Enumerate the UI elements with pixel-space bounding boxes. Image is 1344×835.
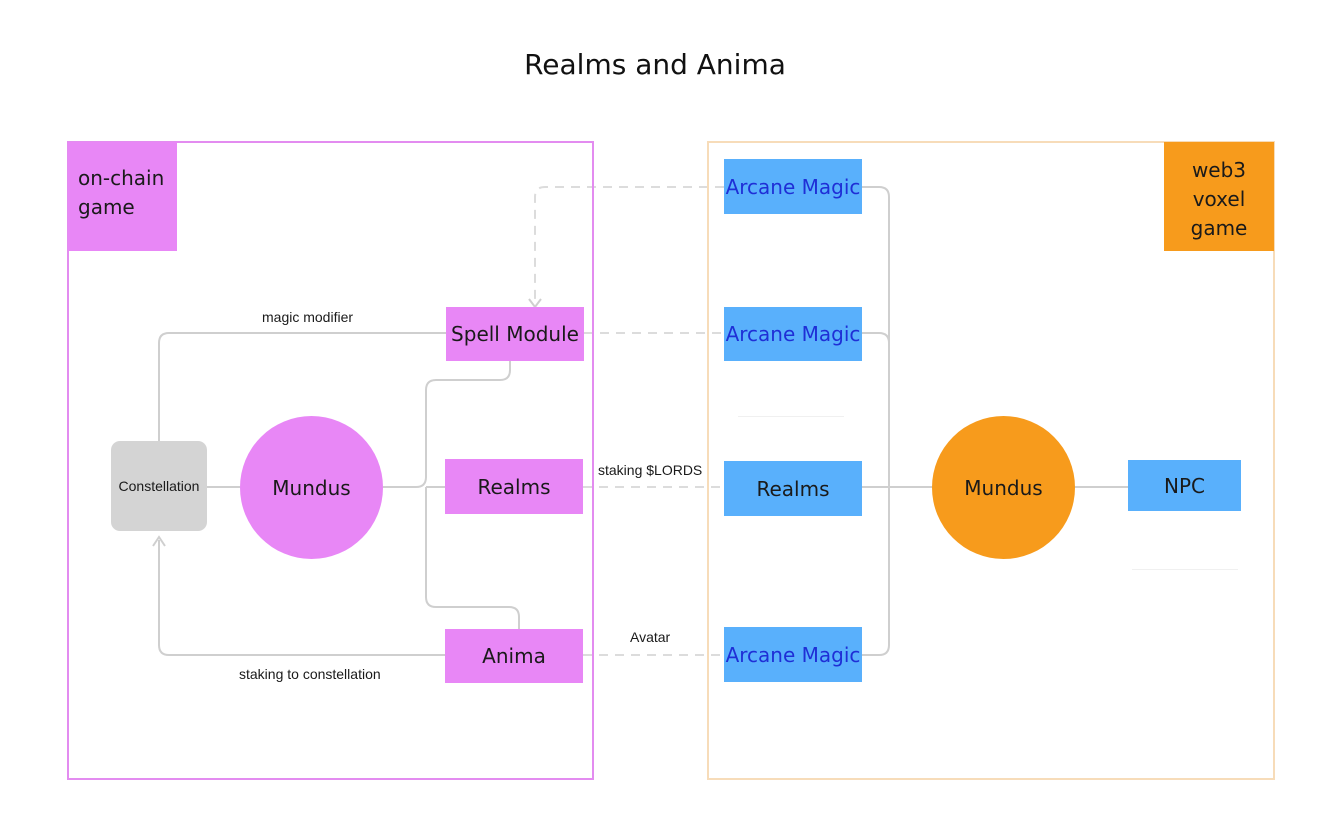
tag-line: game <box>1190 216 1248 240</box>
faint-divider <box>1132 569 1238 570</box>
realms-node-left: Realms <box>445 459 583 514</box>
staking-lords-label: staking $LORDS <box>598 462 703 478</box>
connector-mundus-bracket <box>383 361 511 488</box>
connector-magic-modifier <box>158 332 446 441</box>
tag-line: web3 <box>1191 158 1247 182</box>
connector-staking-to-constellation <box>158 540 446 656</box>
tag-line: on-chain <box>78 166 165 190</box>
constellation-node: Constellation <box>111 441 207 531</box>
on-chain-game-tag: on-chain game <box>68 142 177 251</box>
anima-node: Anima <box>445 629 583 683</box>
diagram-title: Realms and Anima <box>524 48 786 81</box>
spell-module-node: Spell Module <box>446 307 584 361</box>
realms-node-right: Realms <box>724 461 862 516</box>
arcane-magic-node-1: Arcane Magic <box>724 159 862 214</box>
staking-to-constellation-label: staking to constellation <box>239 666 381 682</box>
magic-modifier-label: magic modifier <box>262 309 354 325</box>
avatar-label: Avatar <box>630 629 671 645</box>
arrowhead-constellation <box>152 535 166 547</box>
web3-voxel-game-tag: web3 voxel game <box>1164 142 1274 251</box>
mundus-node-left: Mundus <box>240 416 383 559</box>
tag-line: game <box>78 195 135 219</box>
dashed-arcane-to-spell <box>534 186 724 300</box>
npc-node: NPC <box>1128 460 1241 511</box>
arcane-magic-node-2: Arcane Magic <box>724 307 862 361</box>
tag-line: voxel <box>1192 187 1246 211</box>
voxel-game-panel <box>707 141 1275 780</box>
faint-divider <box>738 416 844 417</box>
connector-arcane-1 <box>862 186 890 656</box>
mundus-node-right: Mundus <box>932 416 1075 559</box>
connector-mundus-anima <box>425 487 520 629</box>
arcane-magic-node-3: Arcane Magic <box>724 627 862 682</box>
on-chain-game-panel <box>67 141 594 780</box>
connector-arcane-2 <box>862 332 890 344</box>
